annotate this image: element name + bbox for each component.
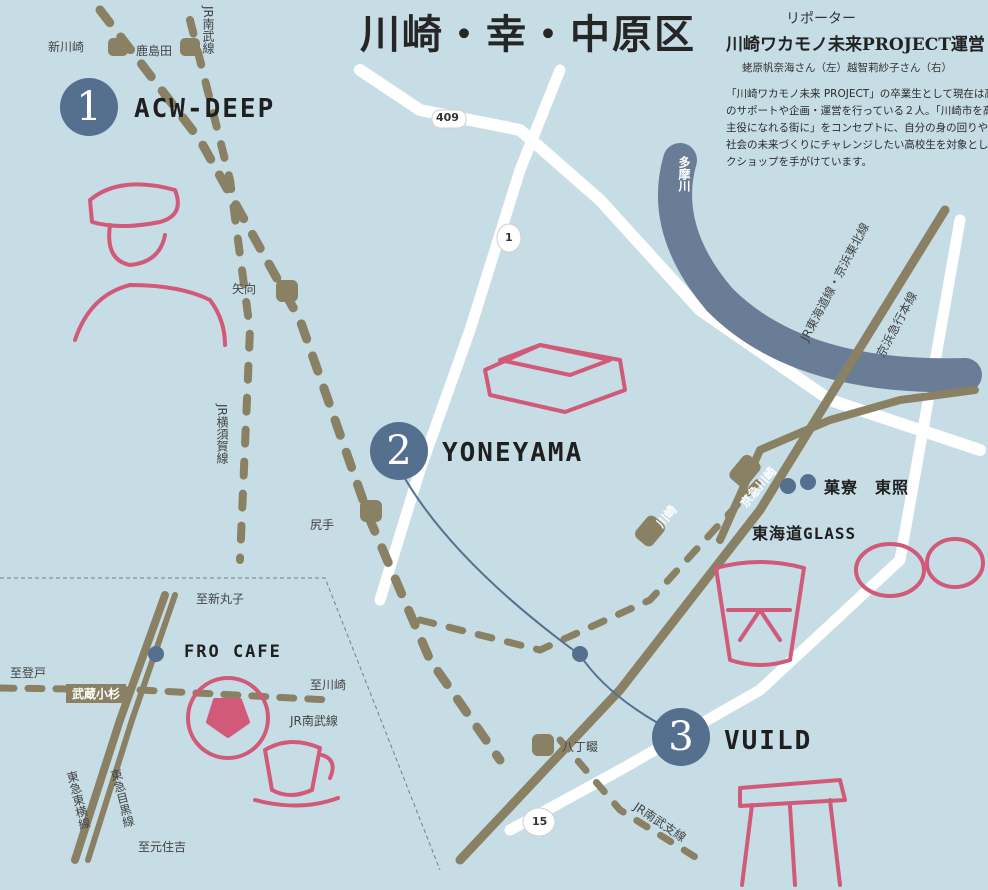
inset-label-to-kawasaki: 至川崎 — [310, 678, 347, 692]
route-waypoint-dot — [572, 646, 588, 662]
station-mark-mukaigawara — [276, 280, 298, 302]
spot-2-name[interactable]: YONEYAMA — [442, 438, 584, 468]
shop-dot-fro-cafe — [148, 646, 164, 662]
station-mark-keikyu-kawasaki — [729, 454, 761, 488]
rail-yokosuka-dashed — [186, 16, 255, 564]
reporter-description: 「川崎ワカモノ未来 PROJECT」の卒業生として現在は高校生のサポートや企画・… — [726, 88, 988, 168]
station-mark-shinkawasaki — [108, 38, 128, 56]
station-label-shinkawasaki: 新川崎 — [48, 40, 85, 54]
vr-person-illustration — [73, 182, 227, 347]
rail-inset-toyoko — [71, 591, 169, 864]
route-shields — [431, 109, 556, 837]
inset-label-to-noborito: 至登戸 — [10, 666, 47, 680]
station-mark-shitte — [360, 500, 382, 522]
station-mark-kawasaki — [635, 515, 665, 547]
bread-illustration — [854, 537, 985, 598]
reporter-role: リポーター — [786, 11, 856, 27]
shop-kashiryo-label[interactable]: 菓寮 東照 — [824, 478, 910, 497]
reporter-names: 蛯原帆奈海さん（左）越智莉紗子さん（右） — [742, 62, 952, 74]
road-15 — [504, 214, 966, 836]
illustrations — [73, 182, 985, 887]
rail-inset-nambu — [0, 684, 334, 704]
coffee-cup-illustration — [253, 740, 340, 808]
station-marks — [108, 38, 761, 756]
road-1 — [374, 64, 566, 606]
stool-illustration — [738, 778, 847, 887]
walking-route — [399, 469, 681, 736]
inset-label-to-shinmaruko: 至新丸子 — [196, 592, 245, 606]
shop-dot-kashiryo-a — [780, 478, 796, 494]
route-number-409: 409 — [436, 111, 459, 124]
inset-label-to-motosumiyoshi: 至元住吉 — [138, 840, 187, 854]
bento-box-illustration — [483, 343, 627, 414]
station-label-kashimada: 鹿島田 — [136, 44, 173, 58]
route-number-15: 15 — [532, 815, 548, 828]
shop-glass-label[interactable]: 東海道GLASS — [752, 524, 857, 543]
rail-tokaido-keihin — [455, 205, 950, 865]
spot-3-badge[interactable]: 3 — [652, 708, 710, 766]
line-label-jr-nambu: JR南武線 — [201, 6, 215, 54]
line-label-tamagawa: 多摩川 — [677, 156, 691, 192]
rail-inset-meguro — [85, 592, 178, 863]
station-label-musashikosugi: 武蔵小杉 — [66, 684, 127, 703]
glass-illustration — [714, 560, 806, 667]
soccer-ball-illustration — [186, 676, 270, 760]
rail-nambu-dashed — [95, 5, 505, 765]
inset-frame — [0, 577, 441, 871]
station-mark-kashimada — [180, 38, 200, 56]
route-number-1: 1 — [505, 231, 513, 244]
route-shield-1 — [496, 223, 522, 253]
shop-fro-cafe-label[interactable]: FRO CAFE — [184, 642, 282, 662]
station-label-shitte: 尻手 — [310, 518, 335, 532]
page-title: 川崎・幸・中原区 — [360, 11, 696, 58]
rail-lines — [0, 5, 979, 865]
rail-nambu-branch-south — [556, 736, 704, 864]
line-label-jr-yokosuka: JR横須賀線 — [215, 404, 229, 464]
shop-dot-kashiryo-b — [800, 474, 816, 490]
station-mark-hatchonawate — [532, 734, 554, 756]
route-shield-409 — [431, 109, 467, 129]
rail-keikyu — [756, 386, 979, 454]
spot-2-badge[interactable]: 2 — [370, 422, 428, 480]
tamagawa-river — [658, 143, 982, 393]
reporter-org: 川崎ワカモノ未来PROJECT運営 — [726, 35, 985, 55]
route-shield-15 — [522, 807, 556, 837]
inset-label-nambu: JR南武線 — [290, 714, 338, 728]
spot-1-badge[interactable]: 1 — [60, 78, 118, 136]
spot-1-name[interactable]: ACW-DEEP — [134, 94, 276, 124]
station-label-hatchonawate: 八丁畷 — [562, 740, 599, 754]
spot-3-name[interactable]: VUILD — [724, 726, 813, 756]
station-label-mukaigawara: 矢向 — [232, 282, 257, 296]
rail-nambu-branch-dashed — [416, 476, 764, 654]
